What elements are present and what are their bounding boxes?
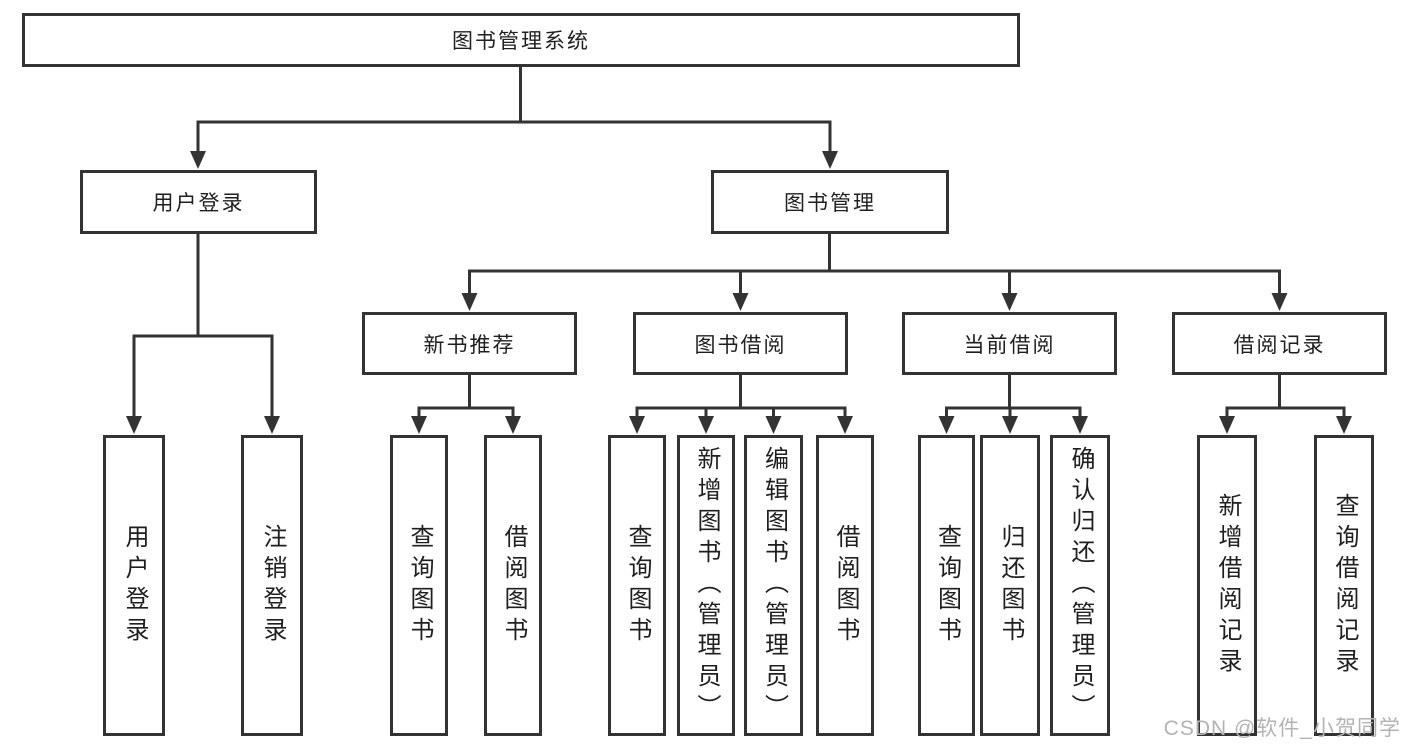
- leaf-add-books-admin-label: 新增图书（管理员）: [693, 446, 720, 725]
- node-borrow-records: 借阅记录: [1172, 312, 1387, 375]
- leaf-query-books-current: 查询图书: [918, 435, 975, 736]
- leaf-edit-books-admin: 编辑图书（管理员）: [744, 435, 803, 736]
- node-borrow-records-label: 借阅记录: [1233, 333, 1326, 357]
- leaf-confirm-return-admin-label: 确认归还（管理员）: [1067, 446, 1094, 725]
- node-library-system: 图书管理系统: [22, 13, 1020, 67]
- node-current-borrow-label: 当前借阅: [963, 333, 1056, 357]
- leaf-query-books-current-label: 查询图书: [933, 523, 961, 648]
- node-new-book-recommend-label: 新书推荐: [423, 333, 516, 357]
- leaf-add-borrow-record: 新增借阅记录: [1197, 435, 1257, 736]
- leaf-borrow-books-label: 借阅图书: [832, 523, 859, 648]
- leaf-confirm-return-admin: 确认归还（管理员）: [1050, 435, 1110, 736]
- arrowheads: [126, 151, 1352, 434]
- leaf-borrow-books: 借阅图书: [816, 435, 874, 736]
- csdn-watermark: CSDN @软件_小贺同学: [1163, 717, 1401, 740]
- leaf-return-books: 归还图书: [980, 435, 1040, 736]
- leaf-borrow-books-recommend-label: 借阅图书: [500, 523, 527, 648]
- leaf-query-borrow-record-label: 查询借阅记录: [1331, 492, 1358, 679]
- leaf-return-books-label: 归还图书: [997, 523, 1024, 648]
- node-user-login-label: 用户登录: [152, 192, 245, 215]
- node-book-borrow-label: 图书借阅: [694, 333, 787, 357]
- node-book-management-label: 图书管理: [784, 192, 876, 215]
- leaf-query-books-borrow: 查询图书: [608, 435, 666, 736]
- node-new-book-recommend: 新书推荐: [362, 312, 577, 375]
- leaf-add-borrow-record-label: 新增借阅记录: [1214, 492, 1241, 679]
- leaf-logout-label: 注销登录: [259, 523, 286, 648]
- node-current-borrow: 当前借阅: [902, 312, 1117, 375]
- leaf-query-borrow-record: 查询借阅记录: [1314, 435, 1374, 736]
- leaf-edit-books-admin-label: 编辑图书（管理员）: [760, 446, 788, 725]
- node-user-login: 用户登录: [80, 170, 317, 234]
- leaf-add-books-admin: 新增图书（管理员）: [677, 435, 735, 736]
- leaf-user-login: 用户登录: [103, 435, 165, 736]
- leaf-user-login-label: 用户登录: [121, 523, 148, 648]
- leaf-query-books-recommend: 查询图书: [390, 435, 448, 736]
- node-library-system-label: 图书管理系统: [452, 30, 590, 53]
- leaf-logout: 注销登录: [241, 435, 303, 736]
- node-book-borrow: 图书借阅: [633, 312, 848, 375]
- leaf-query-books-recommend-label: 查询图书: [406, 523, 433, 648]
- leaf-borrow-books-recommend: 借阅图书: [484, 435, 542, 736]
- leaf-query-books-borrow-label: 查询图书: [624, 523, 651, 648]
- node-book-management: 图书管理: [711, 170, 949, 234]
